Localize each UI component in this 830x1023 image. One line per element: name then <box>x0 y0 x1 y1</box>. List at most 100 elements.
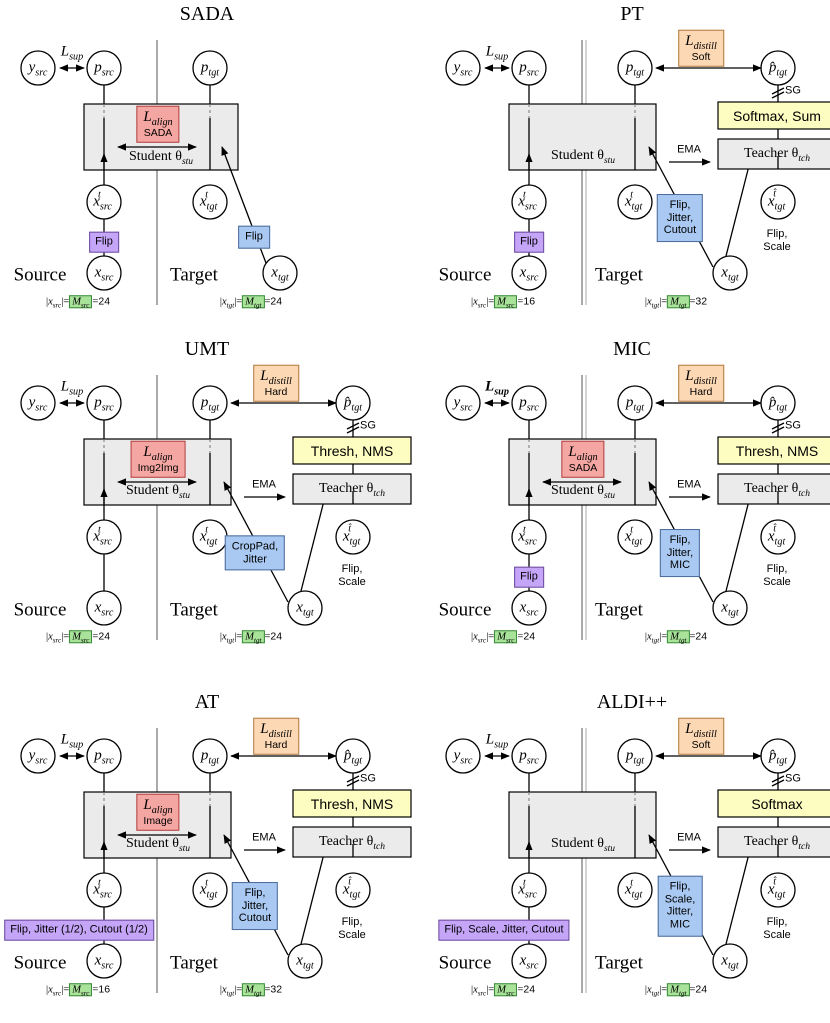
label-p-tgt: ptgt <box>200 59 220 79</box>
source-label: Source <box>438 599 492 621</box>
loss-sup-label: Lsup <box>60 378 84 398</box>
label-x-src-t: xsrct <box>518 524 537 548</box>
label-x-tgt-t: xtgtt <box>199 189 218 213</box>
label-p-hat-tgt: p̂tgt <box>768 747 788 767</box>
label-x-tgt: xtgt <box>721 599 739 619</box>
pseudo-label-head-text: Thresh, NMS <box>735 443 819 459</box>
teacher-label: Teacher θtch <box>744 834 810 852</box>
label-x-src-t: xsrct <box>93 524 112 548</box>
node-p-src <box>511 50 547 86</box>
node-p-tgt <box>617 50 653 86</box>
target-aug-box: Flip <box>238 225 270 249</box>
source-aug-box: Flip <box>514 231 544 253</box>
source-label: Source <box>438 952 492 974</box>
node-y-src <box>445 50 481 86</box>
loss-sup-label: Lsup <box>485 378 509 398</box>
target-label: Target <box>595 264 643 286</box>
ema-label: EMA <box>677 478 701 491</box>
sg-label: SG <box>785 84 801 97</box>
node-y-src <box>445 738 481 774</box>
label-x-hat-tgt: xtgtt̂ <box>767 876 786 901</box>
source-batch-count: |xsrc|=Msrc=24 <box>45 295 111 310</box>
source-aug-box: Flip, Jitter (1/2), Cutout (1/2) <box>4 919 154 941</box>
pseudo-label-head-block <box>717 436 830 465</box>
student-label: Student θstu <box>128 149 194 167</box>
label-x-tgt-t: xtgtt <box>624 877 643 901</box>
node-x-src-t <box>511 519 547 555</box>
label-p-src: psrc <box>94 394 114 414</box>
panel-title: ALDI++ <box>596 691 668 713</box>
teacher-label: Teacher θtch <box>744 146 810 164</box>
teacher-block <box>717 826 830 858</box>
label-p-tgt: ptgt <box>625 59 645 79</box>
source-label: Source <box>13 264 67 286</box>
panel-title: PT <box>620 3 644 25</box>
source-batch-count: |xsrc|=Msrc=16 <box>45 983 111 998</box>
label-p-tgt: ptgt <box>625 747 645 767</box>
target-batch-count: |xtgt|=Mtgt=32 <box>219 983 283 998</box>
node-x-src-t <box>511 184 547 220</box>
source-batch-count: |xsrc|=Msrc=24 <box>470 630 536 645</box>
node-x-tgt-t <box>192 184 228 220</box>
teacher-label: Teacher θtch <box>319 834 385 852</box>
label-y-src: ysrc <box>28 747 48 767</box>
student-label: Student θstu <box>125 836 191 854</box>
pseudo-label-head-text: Thresh, NMS <box>310 796 394 812</box>
label-x-tgt-t: xtgtt <box>199 877 218 901</box>
target-batch-count: |xtgt|=Mtgt=24 <box>219 295 283 310</box>
node-p-hat-tgt <box>335 738 371 774</box>
node-x-tgt <box>287 590 323 626</box>
node-x-src-t <box>86 184 122 220</box>
teacher-block <box>292 826 412 858</box>
panel-diagram <box>445 40 830 305</box>
target-label: Target <box>170 264 218 286</box>
weak-aug-label: Flip,Scale <box>763 915 791 941</box>
target-batch-count: |xtgt|=Mtgt=24 <box>644 630 708 645</box>
sg-label: SG <box>785 419 801 432</box>
teacher-label: Teacher θtch <box>744 481 810 499</box>
node-x-hat-tgt <box>760 872 796 908</box>
node-x-tgt <box>712 255 748 291</box>
target-label: Target <box>595 599 643 621</box>
target-label: Target <box>595 952 643 974</box>
node-x-tgt <box>712 590 748 626</box>
ema-label: EMA <box>252 831 276 844</box>
panel-diagram <box>20 728 412 993</box>
label-x-src: xsrc <box>519 952 539 972</box>
source-label: Source <box>13 599 67 621</box>
node-p-tgt <box>617 385 653 421</box>
label-x-hat-tgt: xtgtt̂ <box>342 876 361 901</box>
node-x-src-t <box>511 872 547 908</box>
loss-sup-label: Lsup <box>60 731 84 751</box>
label-x-tgt-t: xtgtt <box>624 189 643 213</box>
sg-label: SG <box>785 772 801 785</box>
label-p-src: psrc <box>519 394 539 414</box>
label-x-tgt-t: xtgtt <box>199 524 218 548</box>
node-p-src <box>86 50 122 86</box>
node-p-hat-tgt <box>760 385 796 421</box>
node-x-tgt <box>287 943 323 979</box>
label-p-src: psrc <box>519 59 539 79</box>
node-x-hat-tgt <box>335 872 371 908</box>
label-y-src: ysrc <box>28 59 48 79</box>
node-x-tgt-t <box>617 519 653 555</box>
node-p-tgt <box>192 50 228 86</box>
node-x-tgt-t <box>192 872 228 908</box>
label-y-src: ysrc <box>453 394 473 414</box>
student-label: Student θstu <box>550 836 616 854</box>
label-p-tgt: ptgt <box>200 747 220 767</box>
node-p-src <box>86 738 122 774</box>
label-x-src-t: xsrct <box>518 877 537 901</box>
label-p-src: psrc <box>94 747 114 767</box>
node-x-src-t <box>86 872 122 908</box>
node-x-hat-tgt <box>335 519 371 555</box>
student-label: Student θstu <box>550 483 616 501</box>
